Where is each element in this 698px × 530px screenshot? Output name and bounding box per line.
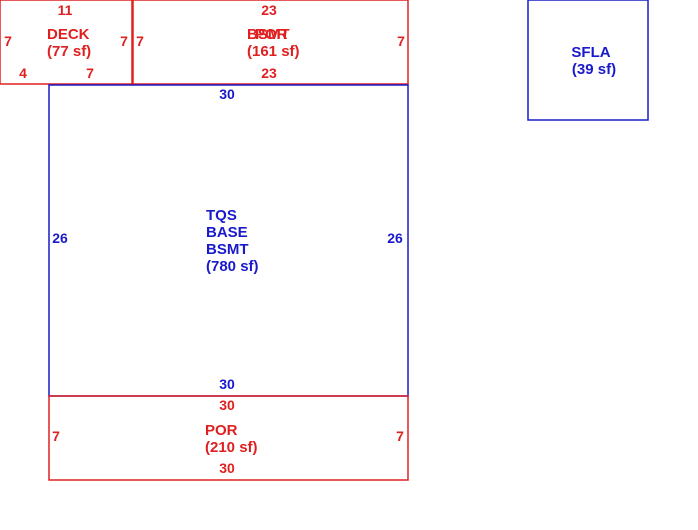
porch-area-label: (210 sf) <box>205 439 258 456</box>
bsmt-porch-outline <box>132 0 409 85</box>
porch-dim-left: 7 <box>52 428 60 444</box>
base-dim-bottom: 30 <box>219 376 235 392</box>
porch-outline <box>48 395 409 481</box>
porch-area: POR (210 sf) 30 7 7 30 <box>48 395 409 481</box>
bsmt-porch-name-b: POR <box>255 26 288 43</box>
base-area: TQS BASE BSMT (780 sf) 30 26 26 30 <box>48 84 409 397</box>
deck-name: DECK <box>47 26 90 43</box>
deck-dim-left: 7 <box>4 33 12 49</box>
sfla-outline <box>527 0 649 121</box>
base-dim-right: 26 <box>387 230 403 246</box>
porch-dim-right: 7 <box>396 428 404 444</box>
deck-dim-bottom-left: 4 <box>19 65 27 81</box>
base-name-line2: BASE <box>206 224 248 241</box>
bsmt-porch-area-label: (161 sf) <box>247 43 300 60</box>
base-dim-top: 30 <box>219 86 235 102</box>
deck-dim-right: 7 <box>120 33 128 49</box>
base-dim-left: 26 <box>52 230 68 246</box>
deck-area-label: (77 sf) <box>47 43 91 60</box>
sfla-name: SFLA <box>571 44 610 61</box>
porch-name: POR <box>205 422 238 439</box>
deck-dim-bottom-right: 7 <box>86 65 94 81</box>
sfla-area: SFLA (39 sf) <box>527 0 649 121</box>
bsmt-porch-area: BSMT POR (161 sf) 23 7 7 23 <box>132 0 409 85</box>
bsmt-porch-dim-right: 7 <box>397 33 405 49</box>
bsmt-porch-dim-left: 7 <box>136 33 144 49</box>
porch-dim-top: 30 <box>219 397 235 413</box>
sfla-area-label: (39 sf) <box>572 61 616 78</box>
bsmt-porch-dim-bottom: 23 <box>261 65 277 81</box>
base-name-line3: BSMT <box>206 241 249 258</box>
base-area-label: (780 sf) <box>206 258 259 275</box>
deck-outline <box>0 0 133 85</box>
bsmt-porch-dim-top: 23 <box>261 2 277 18</box>
porch-dim-bottom: 30 <box>219 460 235 476</box>
deck-dim-top: 11 <box>58 2 73 18</box>
deck-area: DECK (77 sf) 11 7 7 4 7 <box>0 0 133 85</box>
bsmt-porch-name-a: BSMT <box>247 26 290 43</box>
base-name-line1: TQS <box>206 207 237 224</box>
